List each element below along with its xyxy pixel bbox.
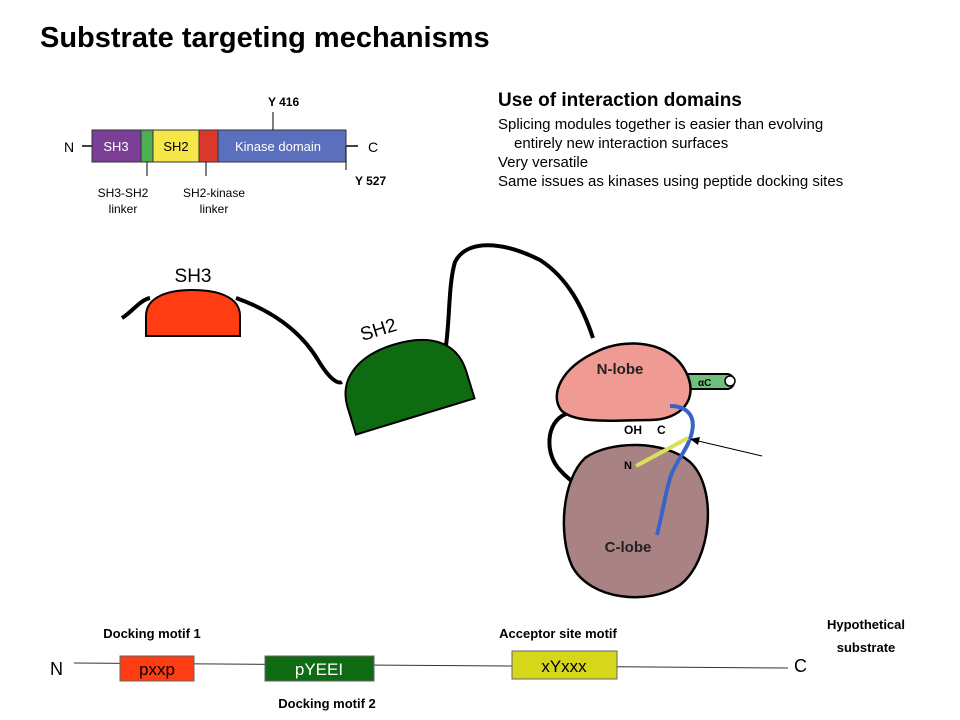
- sh2-segment: [152, 129, 200, 163]
- sh2-cartoon-label: SH2: [358, 315, 399, 346]
- y527-label: Y 527: [355, 174, 386, 188]
- substrate-n-label: N: [50, 659, 63, 679]
- sh2-cartoon-group: [344, 338, 476, 436]
- docking-motif-1-label: Docking motif 1: [103, 626, 201, 641]
- activation-loop-strand: [655, 404, 695, 536]
- linker1-label-line1: SH3-SH2: [98, 186, 149, 200]
- page-title: Substrate targeting mechanisms: [40, 22, 490, 54]
- sh3-segment-label: SH3: [103, 139, 128, 154]
- kinase-domain-segment: [217, 129, 347, 163]
- acceptor-site-label: Acceptor site motif: [499, 626, 617, 641]
- pointer-arrow-head: [690, 437, 700, 445]
- bullet-line-1-cont: entirely new interaction surfaces: [514, 135, 729, 152]
- domain-bar-n-label: N: [64, 139, 74, 155]
- substrate-peptide-strand: [635, 436, 689, 468]
- docking-motif-2-label: Docking motif 2: [278, 696, 376, 711]
- linker1-label-line2: linker: [109, 202, 138, 216]
- motif1-box: [119, 655, 195, 682]
- motif1-box-label: pxxp: [139, 660, 175, 679]
- sh2-segment-label: SH2: [163, 139, 188, 154]
- sh2-cartoon-domain: [344, 338, 476, 436]
- n-lobe-label: N-lobe: [597, 361, 644, 378]
- bullet-line-1: Splicing modules together is easier than…: [498, 116, 824, 133]
- oh-label: OH: [624, 423, 642, 437]
- peptide-n-label: N: [624, 460, 632, 472]
- substrate-line: N C pxxp pYEEI xYxxx Docking motif 1 Doc…: [50, 617, 905, 711]
- linker2-label-line2: linker: [200, 202, 229, 216]
- sh3-segment: [91, 129, 142, 163]
- pointer-arrow-line: [693, 439, 763, 457]
- n-lobe: [555, 342, 692, 423]
- acceptor-box: [511, 650, 618, 680]
- alpha-c-helix-end: [724, 375, 736, 387]
- sh3-cartoon-domain: [145, 288, 241, 337]
- sh3-sh2-chain: [235, 296, 343, 385]
- kinase-cartoon: SH3 SH2 αC N-lobe C-lobe OH C N: [120, 243, 763, 599]
- bullet-line-3: Same issues as kinases using peptide doc…: [498, 173, 844, 190]
- sh3-sh2-linker-segment: [140, 129, 154, 163]
- c-lobe: [562, 443, 710, 599]
- y416-label: Y 416: [268, 95, 299, 109]
- peptide-c-label: C: [657, 423, 666, 437]
- sh2-kinase-chain: [443, 243, 595, 353]
- substrate-c-label: C: [794, 656, 807, 676]
- linker2-label-line1: SH2-kinase: [183, 186, 245, 200]
- kinase-domain-label: Kinase domain: [235, 139, 321, 154]
- bullet-list: Use of interaction domains Splicing modu…: [498, 90, 948, 191]
- domain-bar-c-label: C: [368, 139, 378, 155]
- hypothetical-label-line1: Hypothetical: [827, 617, 905, 632]
- n-terminal-chain: [120, 296, 151, 320]
- domain-bar: N C SH3 SH2 Kinase domain Y 416 Y 527 SH…: [64, 95, 386, 216]
- motif2-box-label: pYEEI: [295, 660, 343, 679]
- c-lobe-label: C-lobe: [605, 539, 652, 556]
- motif2-box: [264, 655, 375, 682]
- sh3-cartoon-label: SH3: [175, 266, 212, 287]
- hypothetical-label-line2: substrate: [837, 640, 896, 655]
- acceptor-box-label: xYxxx: [541, 657, 587, 676]
- alpha-c-label: αC: [698, 378, 711, 389]
- sh2-kinase-linker-segment: [198, 129, 219, 163]
- bullet-line-2: Very versatile: [498, 154, 589, 171]
- bullet-heading: Use of interaction domains: [498, 90, 742, 111]
